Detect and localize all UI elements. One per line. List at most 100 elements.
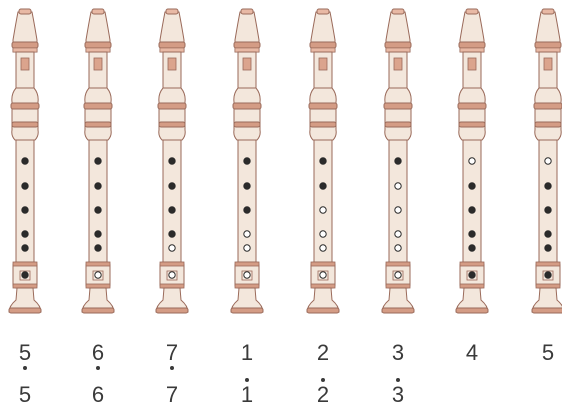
bell-rim	[532, 308, 562, 313]
note-label-bottom-1: 5	[5, 384, 45, 406]
finger-hole-5-open	[169, 245, 175, 251]
joint-ring-upper	[534, 103, 562, 109]
finger-hole-4-closed	[545, 231, 551, 237]
finger-hole-6-open	[320, 272, 326, 278]
finger-hole-1-closed	[395, 158, 401, 164]
joint-ring-lower	[159, 122, 185, 127]
finger-hole-5-closed	[469, 245, 475, 251]
recorder-6	[382, 9, 414, 313]
note-label-top-4: 1	[227, 342, 267, 364]
finger-hole-6-open	[169, 272, 175, 278]
note-label-top-6: 3	[378, 342, 418, 364]
mouthpiece-tip	[542, 9, 554, 14]
finger-hole-2-closed	[320, 183, 326, 189]
foot-ring-lower	[160, 284, 184, 288]
foot-ring-upper	[86, 262, 110, 266]
head-ring	[310, 42, 336, 48]
bell-rim	[82, 308, 114, 313]
windway-window-inner	[468, 58, 476, 70]
bell-rim	[156, 308, 188, 313]
head-ring-lower	[13, 48, 37, 52]
head-ring	[535, 42, 561, 48]
recorder-8	[532, 9, 562, 313]
finger-hole-2-closed	[469, 183, 475, 189]
joint-bulge	[234, 88, 260, 140]
joint-ring-upper	[309, 103, 337, 109]
foot-ring-upper	[160, 262, 184, 266]
note-label-top-3: 7	[152, 342, 192, 364]
mouthpiece-tip	[166, 9, 178, 14]
mouthpiece-tip	[241, 9, 253, 14]
windway-window-inner	[243, 58, 251, 70]
finger-hole-6-closed	[545, 272, 551, 278]
finger-hole-3-closed	[95, 207, 101, 213]
foot-ring-lower	[13, 284, 37, 288]
finger-hole-6-open	[244, 272, 250, 278]
finger-hole-4-closed	[22, 231, 28, 237]
finger-hole-6-closed	[469, 272, 475, 278]
foot-ring-upper	[536, 262, 560, 266]
foot-ring-upper	[460, 262, 484, 266]
joint-ring-upper	[84, 103, 112, 109]
bell-rim	[382, 308, 414, 313]
recorder-1	[9, 9, 41, 313]
joint-ring-upper	[158, 103, 186, 109]
note-label-top-8: 5	[528, 342, 562, 364]
head-ring-lower	[160, 48, 184, 52]
mouthpiece-tip	[392, 9, 404, 14]
finger-hole-2-closed	[22, 183, 28, 189]
finger-hole-1-closed	[22, 158, 28, 164]
foot-ring-upper	[13, 262, 37, 266]
finger-hole-4-closed	[169, 231, 175, 237]
windway-window-inner	[21, 58, 29, 70]
finger-hole-3-closed	[469, 207, 475, 213]
head-ring-lower	[86, 48, 110, 52]
joint-ring-upper	[233, 103, 261, 109]
finger-hole-1-open	[545, 158, 551, 164]
joint-ring-lower	[459, 122, 485, 127]
note-label-bottom-5: 2	[303, 384, 343, 406]
low-octave-dot	[96, 366, 100, 370]
finger-hole-2-closed	[545, 183, 551, 189]
head-ring	[85, 42, 111, 48]
foot-ring-lower	[235, 284, 259, 288]
finger-hole-2-open	[395, 183, 401, 189]
joint-bulge	[159, 88, 185, 140]
foot-ring-lower	[86, 284, 110, 288]
finger-hole-5-open	[395, 245, 401, 251]
foot-ring-lower	[311, 284, 335, 288]
head-ring	[159, 42, 185, 48]
finger-hole-1-closed	[320, 158, 326, 164]
recorder-2	[82, 9, 114, 313]
recorder-3	[156, 9, 188, 313]
joint-ring-lower	[12, 122, 38, 127]
low-octave-dot	[170, 366, 174, 370]
recorder-7	[456, 9, 488, 313]
mouthpiece-tip	[317, 9, 329, 14]
finger-hole-3-open	[395, 207, 401, 213]
mouthpiece-tip	[19, 9, 31, 14]
windway-window-inner	[394, 58, 402, 70]
joint-bulge	[85, 88, 111, 140]
finger-hole-2-closed	[95, 183, 101, 189]
head-ring	[385, 42, 411, 48]
note-label-bottom-4: 1	[227, 384, 267, 406]
joint-ring-lower	[85, 122, 111, 127]
finger-hole-5-open	[244, 245, 250, 251]
note-label-top-2: 6	[78, 342, 118, 364]
joint-bulge	[310, 88, 336, 140]
windway-window-inner	[544, 58, 552, 70]
recorder-5	[307, 9, 339, 313]
high-octave-dot	[396, 378, 400, 382]
foot-ring-upper	[235, 262, 259, 266]
finger-hole-2-closed	[244, 183, 250, 189]
head-ring	[234, 42, 260, 48]
finger-hole-1-closed	[244, 158, 250, 164]
note-label-top-5: 2	[303, 342, 343, 364]
finger-hole-4-closed	[95, 231, 101, 237]
mouthpiece-tip	[92, 9, 104, 14]
joint-ring-lower	[234, 122, 260, 127]
finger-hole-3-open	[320, 207, 326, 213]
finger-hole-4-closed	[469, 231, 475, 237]
